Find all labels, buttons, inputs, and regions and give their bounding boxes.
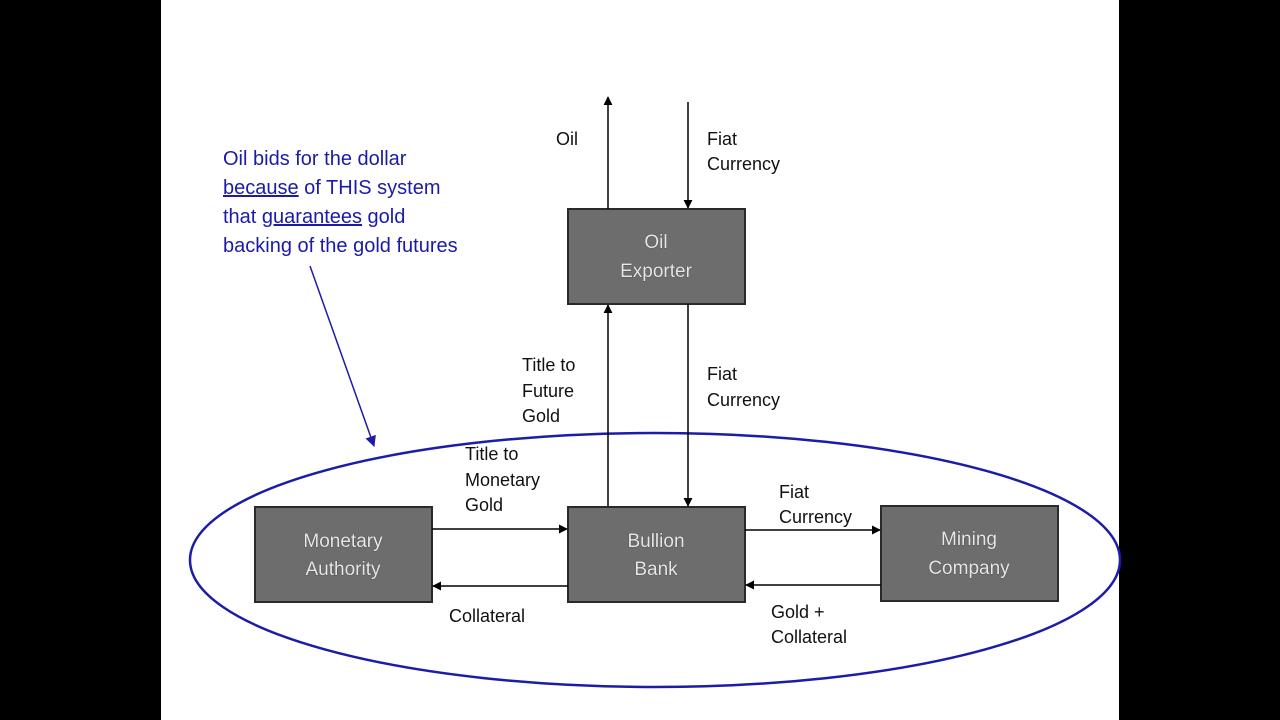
title-monetary-gold-label-2: Monetary [465,470,540,490]
fiat-right-label-1: Fiat [779,482,809,502]
gold-collateral-label-1: Gold + [771,602,825,622]
note-line-1: Oil bids for the dollar [223,148,407,170]
note-line-2-rest: of THIS system [298,177,441,199]
collateral-label: Collateral [449,606,525,626]
oil-exporter-label-2: Exporter [620,261,692,282]
fiat-top-label-2: Currency [707,154,780,174]
title-future-gold-label-2: Future [522,381,574,401]
bullion-bank-label-2: Bank [634,559,678,580]
note-pointer-arrow [309,265,376,448]
annotation-note: Oil bids for the dollar because of THIS … [223,145,523,261]
note-underlined-because: because [223,177,299,199]
note-line-3-post: gold [362,206,406,228]
monetary-authority-label-1: Monetary [303,531,383,552]
title-monetary-gold-label-1: Title to [465,444,518,464]
note-line-3-pre: that [223,206,262,228]
fiat-right-label-2: Currency [779,507,852,527]
bullion-bank-label-1: Bullion [627,531,684,552]
note-line-4: backing of the gold futures [223,235,458,257]
monetary-authority-box: Monetary Authority [254,506,433,603]
oil-exporter-box: Oil Exporter [567,208,746,305]
mining-company-box: Mining Company [880,505,1059,602]
mining-company-label-1: Mining [941,529,997,550]
oil-label: Oil [556,129,578,149]
fiat-mid-label-1: Fiat [707,364,737,384]
bullion-bank-box: Bullion Bank [567,506,746,603]
mining-company-label-2: Company [928,558,1010,579]
oil-exporter-label-1: Oil [644,232,667,253]
fiat-mid-label-2: Currency [707,390,780,410]
note-underlined-guarantees: guarantees [261,206,362,228]
gold-collateral-label-2: Collateral [771,627,847,647]
monetary-authority-label-2: Authority [306,559,381,580]
system-ellipse [188,431,1122,689]
title-monetary-gold-label-3: Gold [465,495,503,515]
title-future-gold-label-1: Title to [522,355,575,375]
fiat-top-label-1: Fiat [707,129,737,149]
title-future-gold-label-3: Gold [522,406,560,426]
